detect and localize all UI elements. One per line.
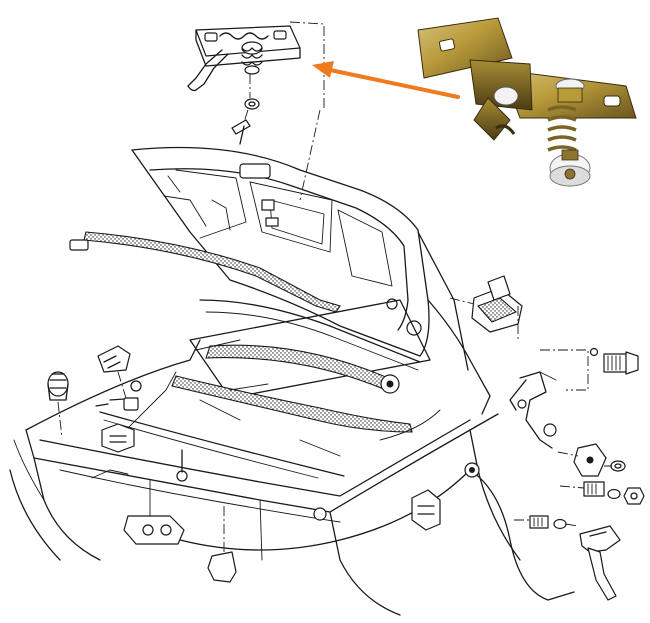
car-body-front [9,339,521,616]
latch-guide-part [95,397,139,453]
callout-arrow-icon [312,61,460,99]
leader-line [299,109,321,201]
bracket-clip [97,345,131,399]
hood-latch-drawing [187,25,301,145]
lower-latch-hook [514,515,621,601]
hood-panel [131,146,491,415]
leader-line [289,21,325,110]
bolt-set [540,347,645,505]
hood-release-cable [123,462,575,601]
release-lever-assembly [411,371,557,531]
hood-hinge-bracket [449,275,523,340]
hood-latch-photo [417,17,637,187]
hood-stop-buffer [47,371,69,439]
cowl-seal [171,299,431,433]
